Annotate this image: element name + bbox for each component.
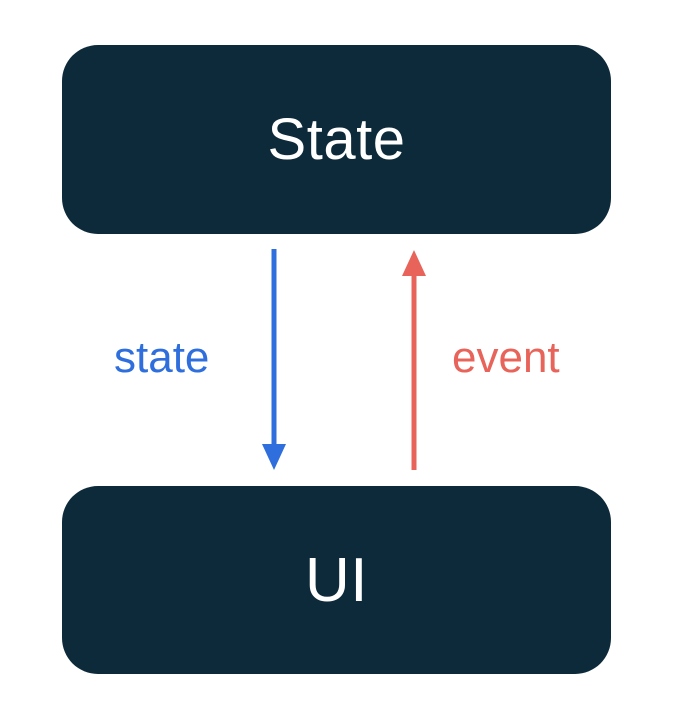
state-edge-label: state <box>114 333 210 382</box>
state-node: State <box>62 45 611 234</box>
state-flow-arrow <box>262 249 286 470</box>
event-flow-arrow <box>402 250 426 470</box>
state-node-label: State <box>267 107 406 172</box>
ui-node: UI <box>62 486 611 674</box>
ui-node-label: UI <box>305 545 368 615</box>
event-edge-label: event <box>452 333 560 382</box>
state-flow-arrow-head <box>262 444 286 470</box>
event-flow-arrow-head <box>402 250 426 276</box>
